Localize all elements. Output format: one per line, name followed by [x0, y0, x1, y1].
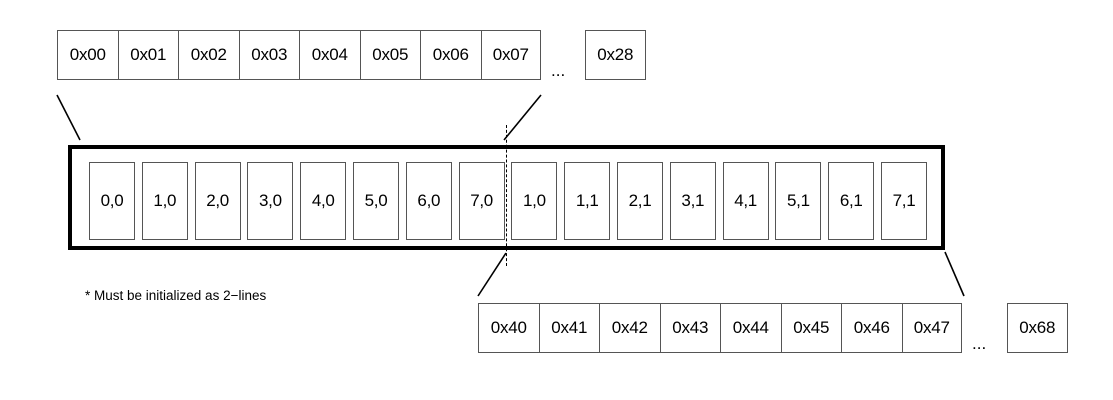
cache-line-slot: 1,0	[141, 162, 188, 240]
cache-line-slot: 0,0	[89, 162, 135, 240]
cache-line-slot: 5,1	[775, 162, 822, 240]
cache-line-slot: 3,1	[669, 162, 716, 240]
lower-address-cell: 0x40	[478, 303, 539, 353]
upper-address-cell: 0x02	[178, 30, 239, 80]
cache-line-slot: 2,1	[617, 162, 663, 240]
cache-line-slot: 2,0	[194, 162, 241, 240]
lower-address-cell: 0x43	[659, 303, 720, 353]
cache-line-slot: 6,0	[405, 162, 452, 240]
cache-line-half-divider	[506, 125, 507, 266]
upper-row-last-address: 0x28	[585, 30, 646, 80]
upper-address-cell: 0x04	[299, 30, 360, 80]
upper-address-cell: 0x05	[359, 30, 420, 80]
leader-line-bottom-right	[944, 251, 965, 297]
leader-line-top-right	[503, 94, 542, 141]
lower-address-cell: 0x42	[599, 303, 660, 353]
cache-line-slot: 5,0	[353, 162, 399, 240]
upper-address-cell: 0x07	[480, 30, 541, 80]
lower-row-ellipsis: ...	[972, 334, 987, 353]
cache-line-slot: 4,1	[722, 162, 769, 240]
cache-line-slot: 4,0	[300, 162, 347, 240]
upper-row-ellipsis: ...	[551, 61, 566, 80]
leader-line-top-left	[56, 94, 81, 141]
upper-address-cell: 0x03	[238, 30, 299, 80]
upper-address-cell: 0x00	[57, 30, 118, 80]
upper-address-cell: 0x06	[420, 30, 481, 80]
upper-address-cell: 0x01	[117, 30, 178, 80]
lower-address-cell: 0x44	[720, 303, 781, 353]
lower-address-cell: 0x45	[780, 303, 841, 353]
cache-line-slot: 1,1	[564, 162, 611, 240]
cache-line-slot: 6,1	[828, 162, 875, 240]
lower-address-cell: 0x47	[901, 303, 962, 353]
lower-row-last-address: 0x68	[1007, 303, 1068, 353]
lower-address-cell: 0x41	[538, 303, 599, 353]
lower-address-cell: 0x46	[841, 303, 902, 353]
cache-line-slot: 3,0	[247, 162, 294, 240]
cache-line-slot: 1,0	[511, 162, 558, 240]
cache-line-slot: 7,0	[458, 162, 505, 240]
cache-line-slot: 7,1	[881, 162, 927, 240]
initialization-note: * Must be initialized as 2−lines	[85, 288, 267, 303]
leader-line-bottom-left	[477, 252, 507, 297]
